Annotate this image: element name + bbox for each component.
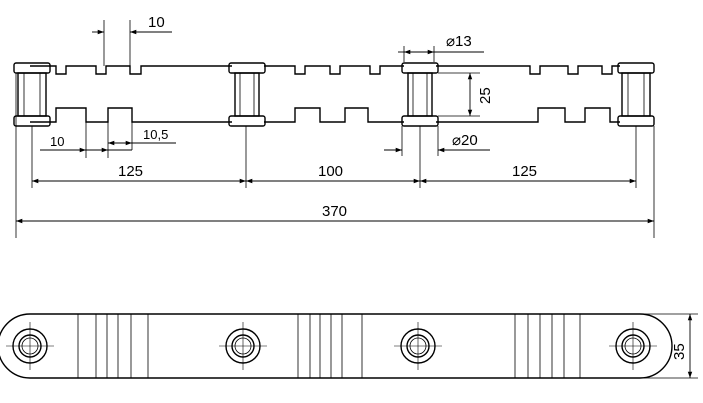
hole-1	[6, 322, 54, 370]
dim-spacing-middle-label: 100	[318, 163, 343, 180]
spacer-4	[617, 62, 655, 127]
dim-spacing-right-label: 125	[512, 163, 537, 180]
groove-group-3	[514, 314, 581, 378]
strip-outline	[0, 313, 673, 379]
hole-2	[219, 322, 267, 370]
spacer-1	[13, 62, 51, 127]
dim-overall-length: 370	[16, 203, 654, 224]
dim-plate-height-label: 25	[477, 87, 494, 104]
spacer-2	[228, 62, 266, 127]
groove-group-1	[77, 314, 149, 378]
groove-group-2	[297, 314, 363, 378]
dim-hole-diameter-label: ⌀13	[446, 33, 472, 50]
dim-plate-height: 25	[438, 72, 494, 117]
dim-slot-width: 10	[92, 14, 172, 66]
dim-spacing: 125 100 125	[31, 163, 636, 184]
top-view: 10 ⌀13 25 10 10,	[13, 14, 655, 238]
dim-spacing-left-label: 125	[118, 163, 143, 180]
dim-tooth-width-label: 10	[50, 134, 64, 149]
front-view: 35	[0, 313, 698, 379]
dim-washer-diameter-label: ⌀20	[452, 132, 478, 149]
lower-comb-edge	[30, 107, 620, 123]
dim-tooth-gap-label: 10,5	[143, 127, 168, 142]
dim-overall-length-label: 370	[322, 203, 347, 220]
dim-tooth: 10 10,5	[40, 122, 176, 158]
dim-hole-diameter: ⌀13	[398, 33, 484, 62]
hole-3	[394, 322, 442, 370]
dim-width: 35	[640, 313, 698, 379]
hole-4	[609, 322, 657, 370]
dim-washer-diameter: ⌀20	[384, 126, 490, 156]
dim-slot-width-label: 10	[148, 14, 165, 31]
spacer-3	[401, 62, 439, 127]
upper-comb-edge	[30, 65, 620, 75]
dim-width-label: 35	[671, 343, 688, 360]
